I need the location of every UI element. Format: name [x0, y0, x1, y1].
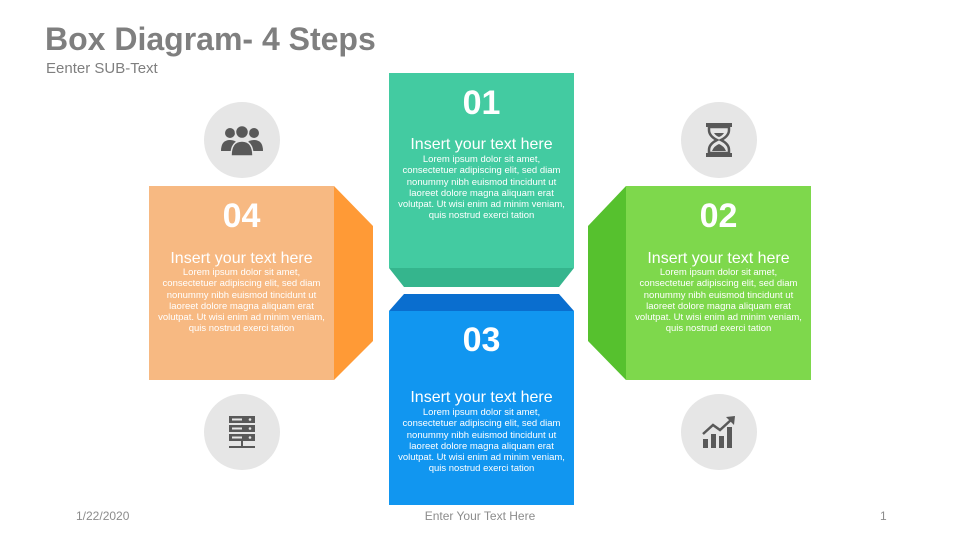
step-body: Lorem ipsum dolor sit amet, consectetuer… — [398, 154, 565, 222]
page-number: 1 — [880, 509, 887, 523]
step-body: Lorem ipsum dolor sit amet, consectetuer… — [398, 407, 565, 475]
box-04-side — [334, 186, 373, 380]
step-number: 03 — [462, 321, 501, 359]
page-title: Box Diagram- 4 Steps — [45, 21, 376, 57]
team-icon-circle — [204, 102, 280, 178]
step-box-03: 03 Insert your text here Lorem ipsum dol… — [389, 311, 574, 505]
step-box-02: 02 Insert your text here Lorem ipsum dol… — [626, 186, 811, 380]
step-heading: Insert your text here — [170, 250, 313, 267]
footer-date: 1/22/2020 — [76, 509, 130, 523]
box-02-side — [588, 186, 626, 380]
step-heading: Insert your text here — [410, 389, 553, 406]
step-box-04: 04 Insert your text here Lorem ipsum dol… — [149, 186, 334, 380]
growth-chart-icon — [702, 416, 735, 448]
box-01-bevel — [389, 268, 574, 287]
server-icon — [229, 416, 255, 448]
footer-text: Enter Your Text Here — [424, 509, 536, 523]
step-box-01: 01 Insert your text here Lorem ipsum dol… — [389, 73, 574, 268]
growth-chart-icon-circle — [681, 394, 757, 470]
step-heading: Insert your text here — [410, 136, 553, 153]
hourglass-icon-circle — [681, 102, 757, 178]
step-number: 01 — [462, 84, 501, 122]
page-subtitle: Eenter SUB-Text — [46, 60, 158, 77]
step-body: Lorem ipsum dolor sit amet, consectetuer… — [635, 267, 802, 335]
hourglass-icon — [706, 123, 732, 157]
team-icon — [221, 124, 263, 157]
server-icon-circle — [204, 394, 280, 470]
step-body: Lorem ipsum dolor sit amet, consectetuer… — [158, 267, 325, 335]
step-number: 02 — [699, 197, 738, 235]
step-number: 04 — [222, 197, 261, 235]
step-heading: Insert your text here — [647, 250, 790, 267]
box-03-bevel — [389, 294, 574, 311]
